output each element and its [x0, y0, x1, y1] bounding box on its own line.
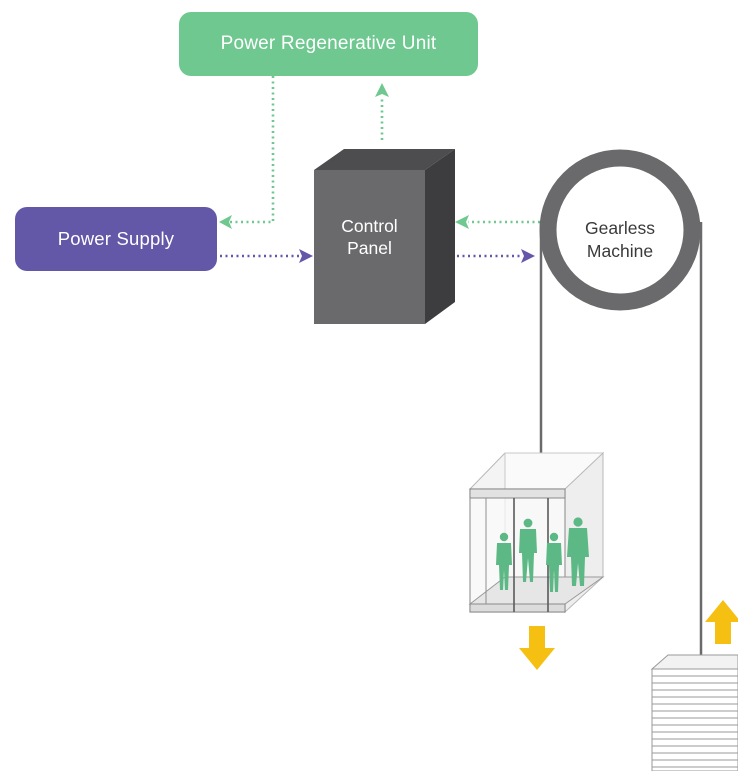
arrow-left-icon [455, 215, 469, 229]
supply-to-panel-connector [220, 249, 313, 263]
power-supply-box: Power Supply [15, 207, 217, 271]
gearless-machine-label: Gearless Machine [565, 217, 675, 263]
control-panel-label-line1: Control [341, 216, 398, 236]
arrow-up-icon [375, 83, 389, 97]
people-icon [496, 517, 589, 592]
panel-to-machine-connector [457, 249, 535, 263]
regen-to-supply-connector [219, 76, 275, 229]
arrow-right-icon [521, 249, 535, 263]
control-panel-cabinet [314, 149, 455, 324]
gearless-machine-sheave [539, 149, 701, 311]
arrow-right-icon [299, 249, 313, 263]
power-supply-label: Power Supply [57, 228, 175, 249]
arrow-down-icon [519, 626, 555, 670]
counterweight-icon [650, 654, 738, 771]
arrow-up-icon [705, 600, 738, 644]
power-regenerative-unit-box: Power Regenerative Unit [179, 12, 478, 76]
control-panel-label-line2: Panel [347, 238, 392, 258]
gearless-machine-label-line1: Gearless [584, 218, 656, 238]
machine-to-panel-connector [455, 215, 540, 229]
panel-to-regen-connector [375, 83, 389, 140]
gearless-machine-label-line2: Machine [586, 241, 654, 261]
control-panel-label: Control Panel [314, 215, 425, 259]
arrow-left-icon [219, 215, 232, 229]
hoist-ropes [539, 222, 703, 660]
power-regenerative-unit-label: Power Regenerative Unit [220, 33, 437, 54]
